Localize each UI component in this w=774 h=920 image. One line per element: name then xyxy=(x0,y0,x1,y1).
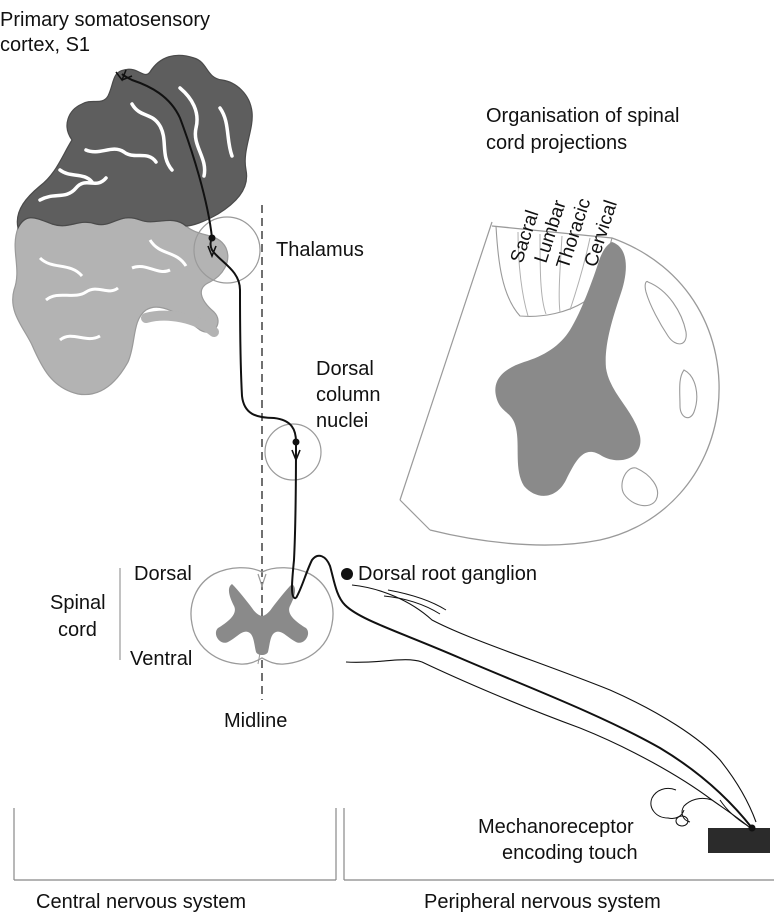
spinal-label-line2: cord xyxy=(58,619,97,641)
mechanoreceptor-dot xyxy=(749,825,756,832)
spinal-label-line1: Spinal xyxy=(50,592,106,614)
dorsal-root-ganglion-dot xyxy=(341,568,353,580)
mechanoreceptor-label-line1: Mechanoreceptor xyxy=(478,816,634,838)
dorsal-label: Dorsal xyxy=(134,563,192,585)
touch-stimulus-block xyxy=(708,828,770,853)
arm-outline xyxy=(346,585,756,828)
org-title-line1: Organisation of spinal xyxy=(486,105,679,127)
dcn-label-line1: Dorsal xyxy=(316,358,374,380)
cortex-light-region xyxy=(13,218,228,395)
drg-label: Dorsal root ganglion xyxy=(358,563,537,585)
pns-label: Peripheral nervous system xyxy=(424,891,661,913)
first-order-neuron xyxy=(292,442,752,828)
spinal-grey-matter xyxy=(216,584,308,655)
midline-label: Midline xyxy=(224,710,287,732)
thalamus-label: Thalamus xyxy=(276,239,364,261)
mechanoreceptor-label-line2: encoding touch xyxy=(502,842,638,864)
ventral-label: Ventral xyxy=(130,648,192,670)
system-brackets xyxy=(14,808,774,880)
dcn-label-line3: nuclei xyxy=(316,410,368,432)
inset-grey-matter xyxy=(495,242,640,496)
cns-label: Central nervous system xyxy=(36,891,246,913)
dcn-label-line2: column xyxy=(316,384,380,406)
s1-label-line1: Primary somatosensory xyxy=(0,9,210,31)
s1-label-line2: cortex, S1 xyxy=(0,34,90,56)
spinal-projection-inset xyxy=(400,222,719,545)
org-title-line2: cord projections xyxy=(486,132,627,154)
